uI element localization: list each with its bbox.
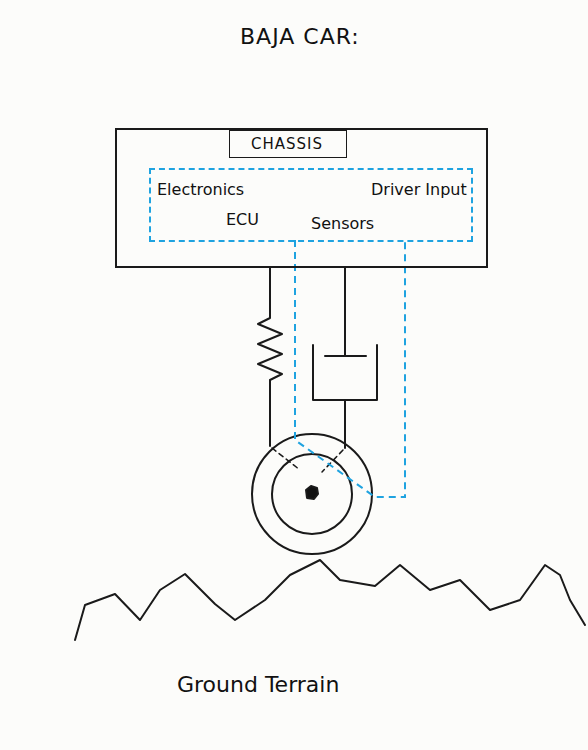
damper-lower-rod	[344, 400, 346, 448]
chassis-box: CHASSIS Electronics Driver InputECU Sensors	[115, 128, 488, 268]
component-label: Sensors	[311, 214, 374, 233]
signal-path	[295, 240, 405, 497]
component-label: Driver Input	[371, 180, 467, 199]
electronics-region: Electronics Driver InputECU Sensors	[149, 168, 473, 242]
damper-rod	[344, 268, 346, 356]
damper-cylinder	[313, 345, 377, 400]
terrain-label: Ground Terrain	[177, 672, 339, 697]
chassis-label-box: CHASSIS	[229, 130, 347, 158]
wheel-rim	[272, 454, 352, 534]
hub-link	[272, 448, 300, 470]
component-label: Electronics	[157, 180, 244, 199]
diagram-title: BAJA CAR:	[240, 24, 360, 49]
spring-symbol	[258, 268, 282, 446]
ground-terrain	[75, 560, 585, 640]
chassis-label: CHASSIS	[251, 135, 323, 153]
damper-piston	[325, 355, 366, 357]
hub-link	[322, 450, 343, 472]
component-label: ECU	[226, 210, 259, 229]
wheel-hub	[306, 486, 318, 499]
